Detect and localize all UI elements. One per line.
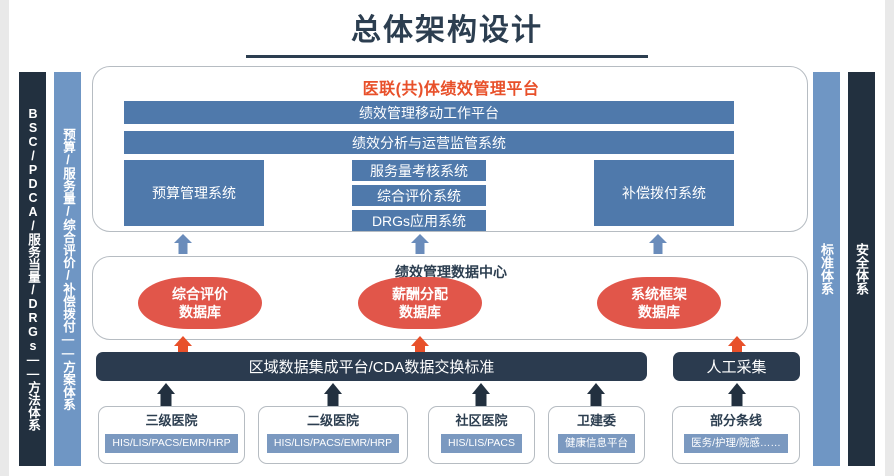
- arrow-head-icon: [411, 234, 429, 243]
- source-box-health-commission[interactable]: 卫建委 健康信息平台: [548, 406, 645, 464]
- page-title: 总体架构设计: [351, 14, 543, 47]
- sidebar-method-system-label: BSC/PDCA/服务当量/DRGs——方法体系: [26, 107, 40, 431]
- arrow-up-blue-3: [647, 234, 669, 254]
- module-mobile-work-platform[interactable]: 绩效管理移动工作平台: [124, 101, 734, 124]
- arrow-head-icon: [157, 383, 175, 394]
- module-compensation-allocation-system[interactable]: 补偿拨付系统: [594, 160, 734, 226]
- source-tag: 健康信息平台: [558, 434, 635, 453]
- database-label-line1: 薪酬分配: [392, 286, 448, 302]
- page-edge-left: [0, 0, 9, 476]
- source-title: 卫建委: [576, 413, 616, 428]
- database-comprehensive-evaluation[interactable]: 综合评价 数据库: [138, 277, 262, 329]
- source-box-secondary-hospital[interactable]: 二级医院 HIS/LIS/PACS/EMR/HRP: [258, 406, 408, 464]
- source-tag: HIS/LIS/PACS: [441, 434, 522, 453]
- arrow-stem: [731, 394, 743, 406]
- arrow-up-dark-2: [320, 383, 346, 406]
- source-box-tertiary-hospital[interactable]: 三级医院 HIS/LIS/PACS/EMR/HRP: [98, 406, 245, 464]
- source-title: 部分条线: [709, 413, 762, 428]
- arrow-stem: [590, 394, 602, 406]
- arrow-stem: [653, 243, 663, 254]
- sidebar-standard-system-label: 标准体系: [819, 243, 834, 295]
- arrow-up-dark-5: [724, 383, 750, 406]
- arrow-head-icon: [472, 383, 490, 394]
- database-label-line1: 系统框架: [631, 286, 687, 302]
- arrow-stem: [415, 243, 425, 254]
- page-edge-right: [885, 0, 894, 476]
- arrow-up-dark-1: [153, 383, 179, 406]
- arrow-up-blue-1: [172, 234, 194, 254]
- database-label-line2: 数据库: [179, 304, 221, 320]
- module-analysis-supervision-system[interactable]: 绩效分析与运营监管系统: [124, 131, 734, 154]
- source-title: 社区医院: [455, 413, 508, 428]
- sidebar-scheme-system-label: 预算/服务量/综合评价/补偿拨付——方案体系: [61, 127, 75, 411]
- arrow-up-blue-2: [409, 234, 431, 254]
- arrow-up-dark-3: [468, 383, 494, 406]
- sidebar-safety-system: 安全体系: [848, 72, 875, 466]
- sidebar-safety-system-label: 安全体系: [854, 243, 869, 295]
- data-center-title: 绩效管理数据中心: [395, 264, 507, 280]
- arrow-stem: [327, 394, 339, 406]
- arrow-up-dark-4: [583, 383, 609, 406]
- source-tag: HIS/LIS/PACS/EMR/HRP: [266, 434, 400, 453]
- arrow-stem: [178, 346, 188, 352]
- arrow-up-red-3: [725, 336, 749, 352]
- arrow-head-icon: [174, 336, 192, 346]
- regional-data-integration-platform[interactable]: 区域数据集成平台/CDA数据交换标准: [96, 352, 647, 381]
- arrow-head-icon: [649, 234, 667, 243]
- source-tag: HIS/LIS/PACS/EMR/HRP: [105, 434, 238, 453]
- source-title: 二级医院: [306, 413, 359, 428]
- arrow-head-icon: [324, 383, 342, 394]
- source-box-partial-lines[interactable]: 部分条线 医务/护理/院感……: [672, 406, 800, 464]
- arrow-up-red-1: [171, 336, 195, 352]
- module-comprehensive-evaluation-system[interactable]: 综合评价系统: [352, 185, 486, 206]
- manual-collection[interactable]: 人工采集: [673, 352, 800, 381]
- sidebar-method-system: BSC/PDCA/服务当量/DRGs——方法体系: [19, 72, 46, 466]
- arrow-stem: [475, 394, 487, 406]
- arrow-stem: [178, 243, 188, 254]
- source-tag: 医务/护理/院感……: [684, 434, 788, 453]
- arrow-stem: [160, 394, 172, 406]
- module-budget-management-system[interactable]: 预算管理系统: [124, 160, 264, 226]
- database-salary-distribution[interactable]: 薪酬分配 数据库: [358, 277, 482, 329]
- arrow-stem: [732, 346, 742, 352]
- arrow-up-red-2: [408, 336, 432, 352]
- arrow-head-icon: [728, 336, 746, 346]
- arrow-head-icon: [587, 383, 605, 394]
- arrow-head-icon: [728, 383, 746, 394]
- platform-title: 医联(共)体绩效管理平台: [362, 81, 540, 98]
- arrow-head-icon: [174, 234, 192, 243]
- arrow-head-icon: [411, 336, 429, 346]
- title-underline: [246, 55, 648, 58]
- module-service-volume-assessment-system[interactable]: 服务量考核系统: [352, 160, 486, 181]
- sidebar-standard-system: 标准体系: [813, 72, 840, 466]
- database-label-line1: 综合评价: [172, 286, 228, 302]
- module-drgs-application-system[interactable]: DRGs应用系统: [352, 210, 486, 231]
- database-label-line2: 数据库: [399, 304, 441, 320]
- source-title: 三级医院: [145, 413, 198, 428]
- arrow-stem: [415, 346, 425, 352]
- source-box-community-hospital[interactable]: 社区医院 HIS/LIS/PACS: [428, 406, 535, 464]
- database-system-framework[interactable]: 系统框架 数据库: [597, 277, 721, 329]
- sidebar-scheme-system: 预算/服务量/综合评价/补偿拨付——方案体系: [54, 72, 81, 466]
- database-label-line2: 数据库: [638, 304, 680, 320]
